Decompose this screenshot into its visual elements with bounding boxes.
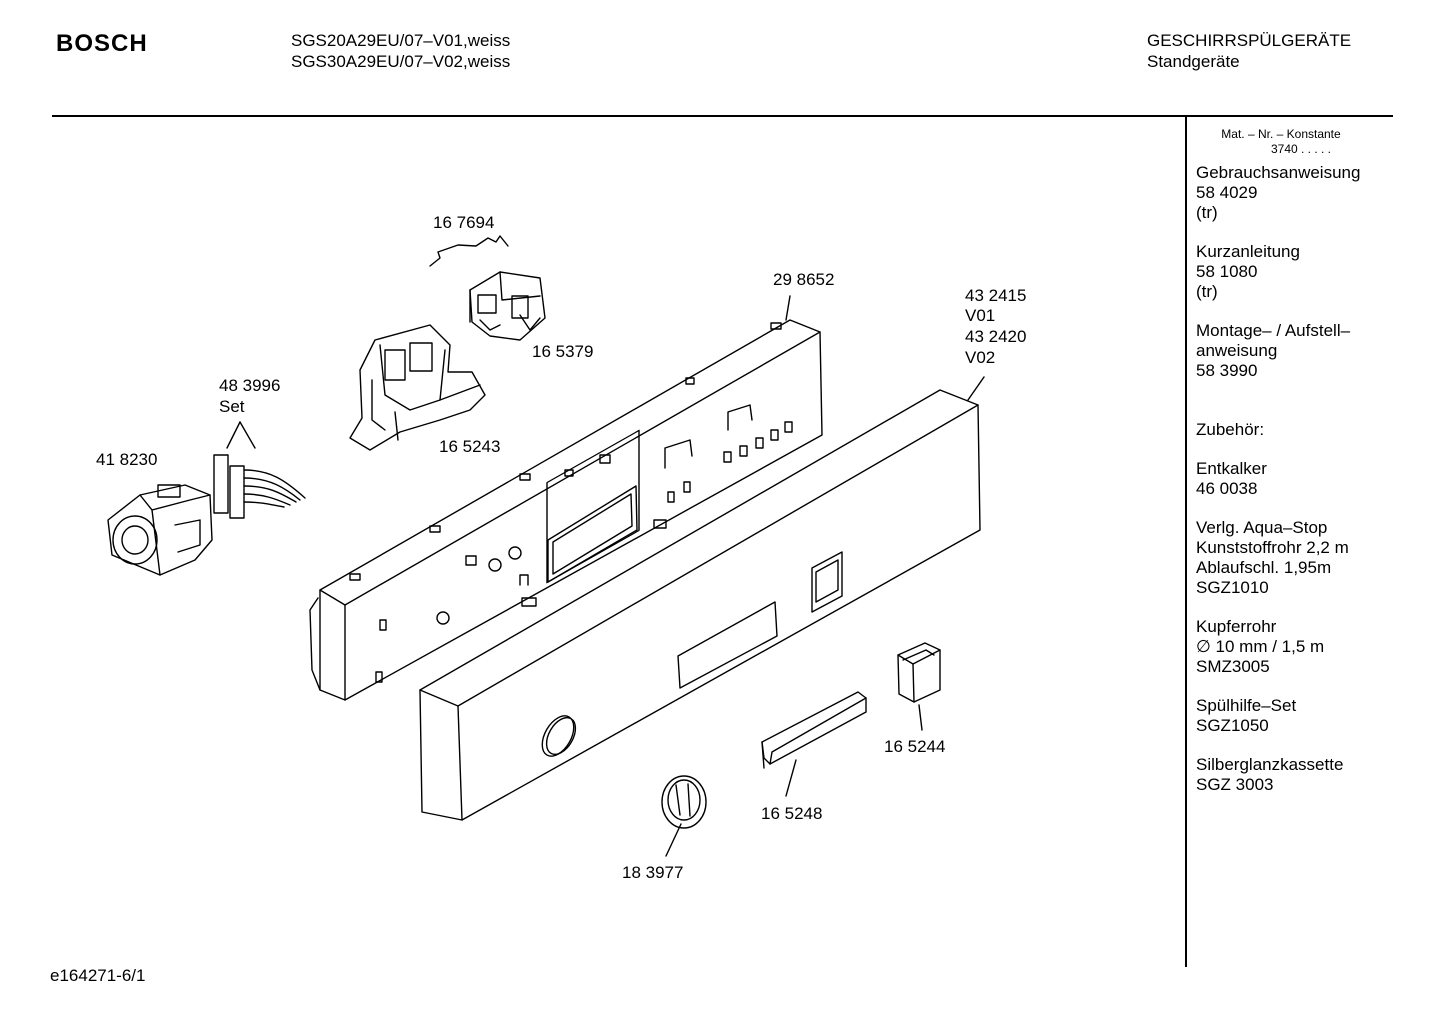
sidebar-text: ∅ 10 mm / 1,5 m [1196,637,1325,656]
part-knob-183977 [661,775,707,829]
part-front-panel-432415 [419,389,981,821]
sidebar-section-silver-cassette: Silberglanzkassette SGZ 3003 [1196,755,1386,795]
category-subtitle: Standgeräte [1147,52,1240,71]
mat-nr-constant: 3740 . . . . . [1270,142,1332,156]
part-label-167694: 16 7694 [433,213,495,232]
sidebar-section-descaler: Entkalker 46 0038 [1196,459,1386,499]
part-label-165379: 16 5379 [532,342,594,361]
sidebar-text: Gebrauchsanweisung [1196,163,1361,182]
sidebar-section-manual: Gebrauchsanweisung 58 4029 (tr) [1196,163,1386,223]
part-label-432415: 43 2415 [965,286,1027,305]
sidebar-text: 58 1080 [1196,262,1258,281]
part-switch-165379 [469,271,546,341]
sidebar-text: Entkalker [1196,459,1267,478]
sidebar-text: Kunststoffrohr 2,2 m [1196,538,1349,557]
sidebar-text: 58 4029 [1196,183,1258,202]
part-button-165244 [897,642,941,703]
sidebar-text: anweisung [1196,341,1278,360]
part-label-183977: 18 3977 [622,863,684,882]
header-divider [52,115,1393,117]
sidebar-text: SGZ1050 [1196,716,1269,735]
exploded-view-drawing [107,235,985,857]
part-label-418230: 41 8230 [96,450,158,469]
sidebar-section-aquastop: Verlg. Aqua–Stop Kunststoffrohr 2,2 m Ab… [1196,518,1386,598]
sidebar-divider [1185,117,1187,967]
sidebar-section-copper-pipe: Kupferrohr ∅ 10 mm / 1,5 m SMZ3005 [1196,617,1386,677]
sidebar-text: SMZ3005 [1196,657,1270,676]
part-wiring-harness [213,454,306,519]
sidebar-text: Montage– / Aufstell– [1196,321,1351,340]
sidebar-text: Spülhilfe–Set [1196,696,1297,715]
sidebar-parts-info: Mat. – Nr. – Konstante 3740 . . . . . Ge… [1196,127,1386,795]
part-holder-165243 [349,324,486,451]
category-title: GESCHIRRSPÜLGERÄTE [1147,31,1352,50]
model-line-2: SGS30A29EU/07–V02,weiss [291,52,511,71]
sidebar-text: (tr) [1196,282,1218,301]
sidebar-text: Verlg. Aqua–Stop [1196,518,1328,537]
part-label-v01: V01 [965,306,996,325]
sidebar-text: SGZ1010 [1196,578,1269,597]
sidebar-text: Silberglanzkassette [1196,755,1344,774]
mat-nr-header: Mat. – Nr. – Konstante [1221,127,1341,141]
part-timer-418230 [107,484,213,576]
sidebar-text: Kupferrohr [1196,617,1277,636]
part-label-165248: 16 5248 [761,804,823,823]
part-label-v02: V02 [965,348,996,367]
sidebar-section-rinse-aid: Spülhilfe–Set SGZ1050 [1196,696,1386,736]
sidebar-section-installation: Montage– / Aufstell– anweisung 58 3990 [1196,321,1386,381]
part-label-set: Set [219,397,245,416]
part-label-432420: 43 2420 [965,327,1027,346]
brand-logo: BOSCH [56,30,148,57]
sidebar-text: SGZ 3003 [1196,775,1274,794]
sidebar-text: Ablaufschl. 1,95m [1196,558,1332,577]
part-spring-clip [429,235,509,267]
leader-lines [226,295,985,857]
part-control-panel-298652 [309,319,823,701]
part-cover-165248 [761,691,867,769]
part-label-165243: 16 5243 [439,437,501,456]
sidebar-text: Kurzanleitung [1196,242,1300,261]
sidebar-section-accessories: Zubehör: [1196,420,1386,440]
part-label-483996: 48 3996 [219,376,281,395]
part-label-298652: 29 8652 [773,270,835,289]
sidebar-text: 58 3990 [1196,361,1258,380]
sidebar-section-quickguide: Kurzanleitung 58 1080 (tr) [1196,242,1386,302]
sidebar-text: 46 0038 [1196,479,1258,498]
part-label-165244: 16 5244 [884,737,946,756]
drawing-id: e164271-6/1 [50,966,146,985]
model-line-1: SGS20A29EU/07–V01,weiss [291,31,511,50]
sidebar-text: (tr) [1196,203,1218,222]
sidebar-text: Zubehör: [1196,420,1265,439]
